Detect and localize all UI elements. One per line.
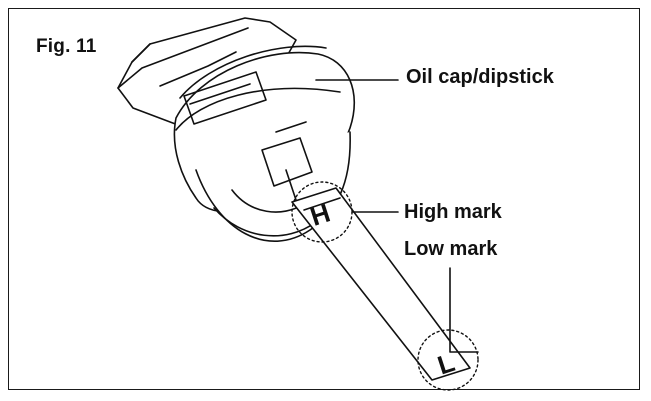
high-mark-label: High mark <box>404 201 502 223</box>
cap-window <box>183 71 267 125</box>
leader-low-mark <box>449 267 479 353</box>
low-mark-label: Low mark <box>404 238 498 260</box>
oil-cap-label: Oil cap/dipstick <box>406 66 554 88</box>
figure-label: Fig. 11 <box>36 36 97 57</box>
dipstick-blade <box>291 187 471 381</box>
low-mark-circle <box>417 329 479 391</box>
